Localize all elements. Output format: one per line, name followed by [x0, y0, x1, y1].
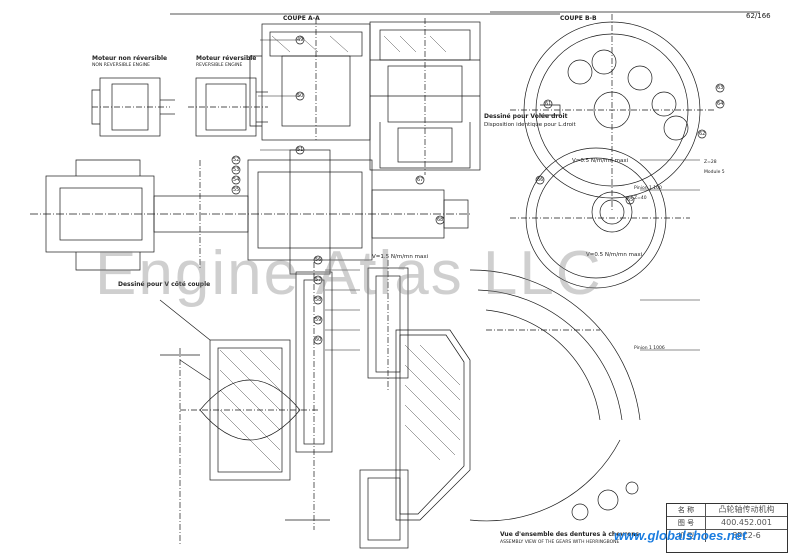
- title-row-name: 名 称 凸轮轴传动机构: [667, 504, 787, 517]
- callout-number: 54: [233, 177, 240, 183]
- watermark-text: Engine Atlas LLC: [95, 239, 603, 308]
- speed-mid: V=0.5 N/m/mn maxi: [586, 252, 643, 258]
- callout-number: 66: [537, 177, 544, 183]
- callout-number: 67: [417, 177, 424, 183]
- z-label-b: Z=40: [634, 196, 647, 201]
- shaft-assembly: [30, 149, 470, 275]
- motor-sketch-left: [91, 77, 175, 137]
- title-key: 机 型: [667, 530, 706, 542]
- callout-number: 56: [315, 257, 322, 263]
- leader-lines: [258, 39, 700, 351]
- speed-bottom: V=1.5 N/m/mn maxi: [372, 254, 429, 260]
- motor-right-label: Moteur réversible: [196, 55, 257, 62]
- callout-number: 68: [437, 217, 444, 223]
- title-key: 名 称: [667, 504, 706, 516]
- callout-number: 62: [699, 131, 706, 137]
- callout-number: 63: [717, 85, 724, 91]
- title-value: 8PC2-6: [732, 531, 761, 540]
- page-number: 62/166: [746, 12, 771, 20]
- cam-gear-middle: [510, 147, 690, 289]
- callout-number: 52: [233, 157, 240, 163]
- callout-number: 65: [627, 197, 634, 203]
- bottom-gear-section: [159, 299, 471, 549]
- callout-number: 64: [717, 101, 724, 107]
- callout-number: 49: [297, 37, 304, 43]
- pinion-b-label: Pinion 1 1006: [634, 346, 665, 351]
- cam-gear-top: [510, 14, 715, 210]
- drawn-label: Dessiné pour Volée droit: [484, 113, 568, 120]
- callout-number: 59: [315, 317, 322, 323]
- motor-right-sublabel: REVERSIBLE ENGINE: [196, 63, 243, 68]
- drawn-side-label: Dessiné pour V côté couple: [118, 281, 211, 288]
- callout-number: 61: [545, 101, 552, 107]
- callout-number: 53: [233, 167, 240, 173]
- callout-number: 57: [315, 277, 322, 283]
- z-label-a: Z=28: [704, 160, 717, 165]
- section-label-coupe-a: COUPE A-A: [283, 15, 320, 22]
- title-value: 400.452.001: [721, 518, 772, 527]
- speed-top: V=0.5 N/m/mn maxi: [572, 158, 629, 164]
- title-key: 图 号: [667, 517, 706, 529]
- title-block: 名 称 凸轮轴传动机构 图 号 400.452.001 机 型 8PC2-6: [666, 503, 788, 553]
- view-gears-sublabel: ASSEMBLY VIEW OF THE GEARS WITH HERRINGB…: [500, 540, 620, 545]
- callout-number: 60: [315, 337, 322, 343]
- drawn-label-2: Disposition identique pour L.droit: [484, 122, 576, 128]
- view-gears-label: Vue d'ensemble des dentures à chevrons: [500, 531, 640, 538]
- pinion-a-label: Pinion 1 160: [634, 186, 662, 191]
- title-row-number: 图 号 400.452.001: [667, 517, 787, 530]
- callout-number: 51: [297, 147, 304, 153]
- callout-number: 58: [315, 297, 322, 303]
- callout-number: 50: [297, 93, 304, 99]
- site-watermark: www.globalshoes.net: [614, 528, 747, 543]
- title-value: 凸轮轴传动机构: [718, 505, 775, 514]
- large-gear-ring: [469, 269, 641, 522]
- callout-number: 55: [233, 187, 240, 193]
- module-label: Module 5: [704, 170, 725, 175]
- section-label-coupe-bb: COUPE B-B: [560, 15, 597, 22]
- central-section: [249, 18, 481, 175]
- motor-left-label: Moteur non réversible: [92, 55, 168, 62]
- motor-left-sublabel: NON REVERSIBLE ENGINE: [92, 63, 151, 68]
- title-row-model: 机 型 8PC2-6: [667, 530, 787, 542]
- motor-sketch-right: [188, 77, 268, 137]
- callout-circles: [231, 35, 725, 345]
- hatching: [219, 35, 461, 471]
- lower-column: [295, 260, 409, 530]
